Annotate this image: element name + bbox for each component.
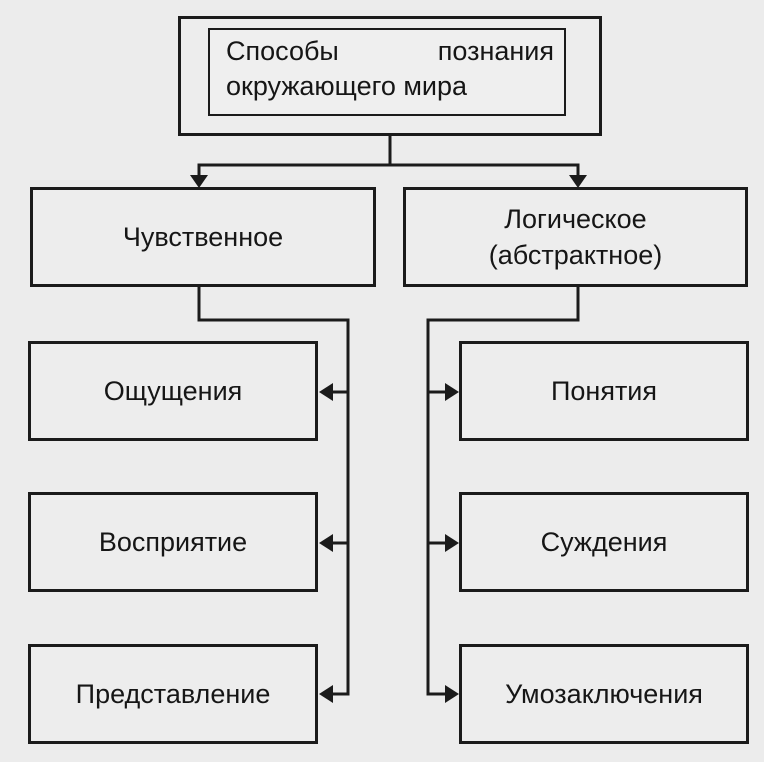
arrow-left-3 (319, 685, 333, 703)
arrow-right-1 (445, 383, 459, 401)
root-word-1: Способы (226, 36, 339, 66)
leaf-node: Умозаключения (459, 644, 749, 744)
leaf-node: Ощущения (28, 341, 318, 441)
arrow-down-left (190, 175, 208, 188)
leaf-node: Суждения (459, 492, 749, 592)
arrow-down-right (569, 175, 587, 188)
root-line-2: окружающего мира (226, 71, 468, 102)
root-node: Способы познания окружающего мира (208, 28, 566, 116)
arrow-right-2 (445, 534, 459, 552)
leaf-node: Понятия (459, 341, 749, 441)
leaf-label: Суждения (540, 526, 668, 557)
root-line-1: Способы познания (226, 34, 554, 69)
leaf-label: Ощущения (103, 375, 243, 406)
root-word-2: познания (437, 36, 554, 66)
leaf-label: Умозаключения (505, 678, 703, 709)
leaf-node: Восприятие (28, 492, 318, 592)
leaf-label: Восприятие (98, 526, 248, 557)
leaf-label: Понятия (550, 375, 658, 406)
arrow-left-1 (319, 383, 333, 401)
arrow-left-2 (319, 534, 333, 552)
branch-label: Чувственное (122, 221, 284, 252)
branch-node-sensory: Чувственное (30, 187, 376, 287)
leaf-node: Представление (28, 644, 318, 744)
leaf-label: Представление (75, 678, 271, 709)
arrow-right-3 (445, 685, 459, 703)
branch-label: Логическое (абстрактное) (488, 203, 663, 270)
branch-node-logical: Логическое (абстрактное) (403, 187, 748, 287)
